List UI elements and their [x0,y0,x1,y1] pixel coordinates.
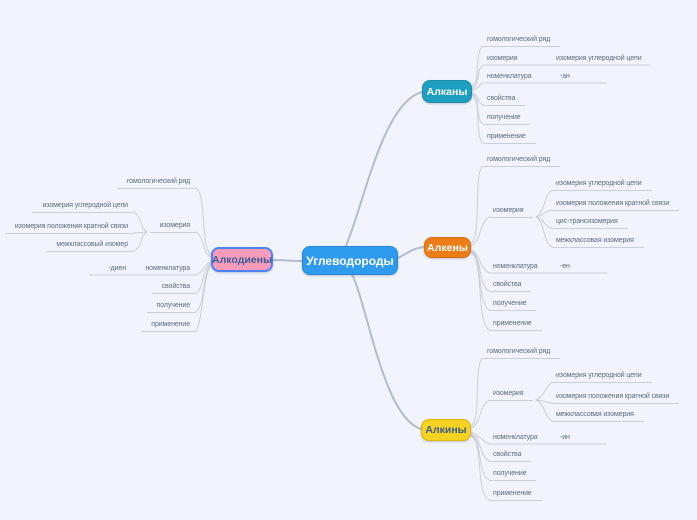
leaf-alkeny-cis-trans[interactable]: цис-трансизомерия [552,217,628,229]
leaf-alkeny-homolog[interactable]: гомологический ряд [483,155,561,167]
leaf-alkodieny-obtaining[interactable]: получение [146,301,196,313]
branch-node-alkodieny[interactable]: Алкодиены [211,247,273,272]
root-node-hydrocarbons[interactable]: Углеводороды [302,246,398,275]
leaf-alkodieny-isomeria[interactable]: изомерия [149,221,196,233]
leaf-alkiny-nomenklatura[interactable]: номенклатура [493,434,538,441]
leaf-alkany-isomeria[interactable]: изомерия [487,55,518,62]
leaf-alkodieny-properties[interactable]: свойства [151,282,196,294]
leaf-alkiny-isomeria-bond[interactable]: изомерия положения кратной связи [552,392,680,404]
leaf-alkiny-application[interactable]: применение [489,489,542,501]
leaf-alkiny-properties[interactable]: свойства [489,450,532,462]
leaf-alkiny-obtaining[interactable]: получение [489,469,537,481]
leaf-alkeny-properties[interactable]: свойства [489,280,532,292]
main-branch-curves [272,91,425,430]
leaf-alkiny-suffix[interactable]: -ин [560,434,570,441]
branch-node-alkeny[interactable]: Алкены [424,237,471,258]
leaf-alkany-properties[interactable]: свойства [483,94,526,106]
leaf-alkodieny-application[interactable]: применение [141,320,196,332]
leaf-alkeny-isomeria[interactable]: изомерия [489,206,534,218]
leaf-alkany-suffix[interactable]: -ан [560,73,570,80]
leaf-alkodieny-interclass[interactable]: межклассовый изомер [46,240,134,252]
leaf-alkeny-application[interactable]: применение [489,319,542,331]
leaf-alkeny-isomeria-bond[interactable]: изомерия положения кратной связи [552,199,680,211]
leaf-alkany-application[interactable]: применение [483,132,536,144]
leaf-alkany-obtaining[interactable]: получение [483,113,531,125]
leaf-alkeny-nomenklatura[interactable]: номенклатура [493,263,538,270]
leaf-branch-curves [89,45,651,501]
leaf-alkiny-isomeria-chain[interactable]: изомерия углеродной цепи [552,371,652,383]
leaf-alkiny-isomeria[interactable]: изомерия [489,389,534,401]
leaf-alkiny-homolog[interactable]: гомологический ряд [483,347,561,359]
leaf-alkany-nomenklatura[interactable]: номенклатура [487,73,532,80]
leaf-alkodieny-isomeria-bond[interactable]: изомерия положения кратной связи [4,222,134,234]
leaf-alkodieny-nomenklatura[interactable]: номенклатура [145,265,190,272]
branch-node-alkany[interactable]: Алканы [422,80,472,103]
leaf-alkiny-interclass[interactable]: межклассовая изомерия [552,410,644,422]
branch-node-alkiny[interactable]: Алкины [421,419,471,441]
leaf-alkodieny-isomeria-chain[interactable]: изомерия углеродной цепи [32,201,134,213]
leaf-alkany-isomeria-chain[interactable]: изомерия углеродной цепи [556,55,642,62]
leaf-alkodieny-suffix[interactable]: -диен [108,265,126,272]
leaf-alkeny-obtaining[interactable]: получение [489,299,537,311]
leaf-alkeny-interclass[interactable]: межклассовая изомерия [552,236,644,248]
leaf-alkeny-isomeria-chain[interactable]: изомерия углеродной цепи [552,179,652,191]
leaf-alkeny-suffix[interactable]: -ен [560,263,570,270]
leaf-alkodieny-homolog[interactable]: гомологический ряд [116,177,196,189]
leaf-alkany-homolog[interactable]: гомологический ряд [483,35,561,47]
